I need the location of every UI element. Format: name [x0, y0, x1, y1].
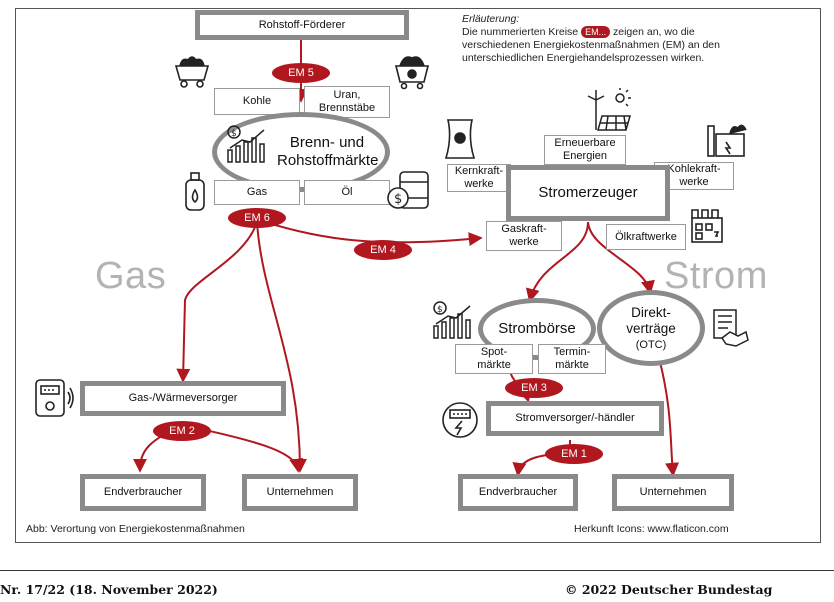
node-brenn-rohstoffmaerkte: Brenn- und Rohstoffmärkte — [212, 112, 390, 192]
nuclear-cart-icon — [394, 56, 430, 90]
svg-text:$: $ — [394, 192, 402, 207]
gas-meter-icon — [35, 379, 74, 417]
arrow-em6-unternehmen — [256, 221, 307, 473]
gas-cylinder-icon — [185, 172, 205, 211]
footer-rule — [0, 570, 834, 571]
coal-plant-icon — [707, 124, 747, 157]
contract-handshake-icon — [713, 309, 749, 347]
node-kernkraftwerke: Kernkraft-werke — [447, 164, 511, 192]
stromerzeuger-label: Stromerzeuger — [538, 184, 638, 201]
section-label-strom: Strom — [664, 255, 768, 297]
arrow-erzeuger-boerse — [525, 221, 589, 303]
factory-icon — [691, 209, 723, 243]
svg-text:$: $ — [437, 305, 443, 315]
em-6-marker: EM 6 — [228, 208, 286, 228]
em-4-marker: EM 4 — [354, 240, 412, 260]
arrow-em6-gaskraft — [256, 219, 483, 247]
node-endverbraucher-strom: Endverbraucher — [458, 474, 578, 511]
section-label-gas: Gas — [95, 255, 167, 297]
otc-label: (OTC) — [635, 339, 667, 351]
node-unternehmen-gas: Unternehmen — [242, 474, 358, 511]
node-endverbraucher-gas: Endverbraucher — [80, 474, 206, 511]
node-gas: Gas — [214, 180, 300, 205]
node-rohstoff-foerderer: Rohstoff-Förderer — [195, 10, 409, 40]
solar-wind-icon — [587, 88, 631, 131]
svg-text:$: $ — [231, 129, 237, 139]
legend-text-1a: Die nummerierten Kreise — [462, 26, 579, 38]
footer-issue: Nr. 17/22 (18. November 2022) — [0, 582, 218, 597]
diagram-frame — [15, 8, 821, 543]
em-3-marker: EM 3 — [505, 378, 563, 398]
node-direktvertraege: Direkt-verträge (OTC) — [597, 290, 705, 366]
arrow-erzeuger-direkt — [587, 221, 655, 295]
legend-title: Erläuterung: — [462, 13, 520, 25]
node-terminmaerkte: Termin-märkte — [538, 344, 606, 374]
node-oelkraftwerke: Ölkraftwerke — [606, 224, 686, 250]
node-gas-waermeversorger: Gas-/Wärmeversorger — [80, 381, 286, 416]
em-2-marker: EM 2 — [153, 421, 211, 441]
market-chart-icon: $ — [227, 125, 265, 163]
electric-meter-icon — [442, 402, 478, 438]
brenn-label: Brenn- und Rohstoffmärkte — [277, 134, 379, 169]
legend-text-2: verschiedenen Energiekostenmaßnahmen (EM… — [462, 39, 720, 51]
node-oel: Öl — [304, 180, 390, 205]
arrow-em6-gaswaerme — [176, 221, 258, 383]
node-unternehmen-strom: Unternehmen — [612, 474, 734, 511]
nuclear-plant-icon — [444, 119, 476, 159]
mine-cart-icon — [174, 56, 210, 88]
node-stromversorger: Stromversorger/-händler — [486, 401, 664, 436]
caption-icon-source: Herkunft Icons: www.flaticon.com — [574, 523, 729, 535]
footer-copyright: © 2022 Deutscher Bundestag — [565, 582, 773, 597]
node-spotmaerkte: Spot-märkte — [455, 344, 533, 374]
legend-text-1b: zeigen an, wo die — [613, 26, 695, 38]
em-1-marker: EM 1 — [545, 444, 603, 464]
stromboerse-label: Strombörse — [498, 320, 576, 337]
oil-barrel-icon: $ — [387, 171, 429, 209]
arrow-direkt-untern — [659, 361, 679, 477]
node-stromerzeuger: Stromerzeuger — [506, 165, 670, 221]
em-5-marker: EM 5 — [272, 63, 330, 83]
caption-figure: Abb: Verortung von Energiekostenmaßnahme… — [26, 523, 245, 535]
direkt-label: Direkt-verträge — [626, 305, 676, 336]
exchange-chart-icon: $ — [433, 301, 471, 339]
legend-note: Erläuterung: Die nummerierten Kreise EM.… — [462, 13, 762, 65]
node-stromboerse: Strombörse — [478, 298, 596, 360]
node-kohle: Kohle — [214, 88, 300, 115]
legend-em-pill: EM... — [581, 26, 611, 38]
node-gaskraftwerke: Gaskraft-werke — [486, 221, 562, 251]
node-erneuerbare: Erneuerbare Energien — [544, 135, 626, 165]
legend-text-3: unterschiedlichen Energiehandelsprozesse… — [462, 52, 705, 64]
